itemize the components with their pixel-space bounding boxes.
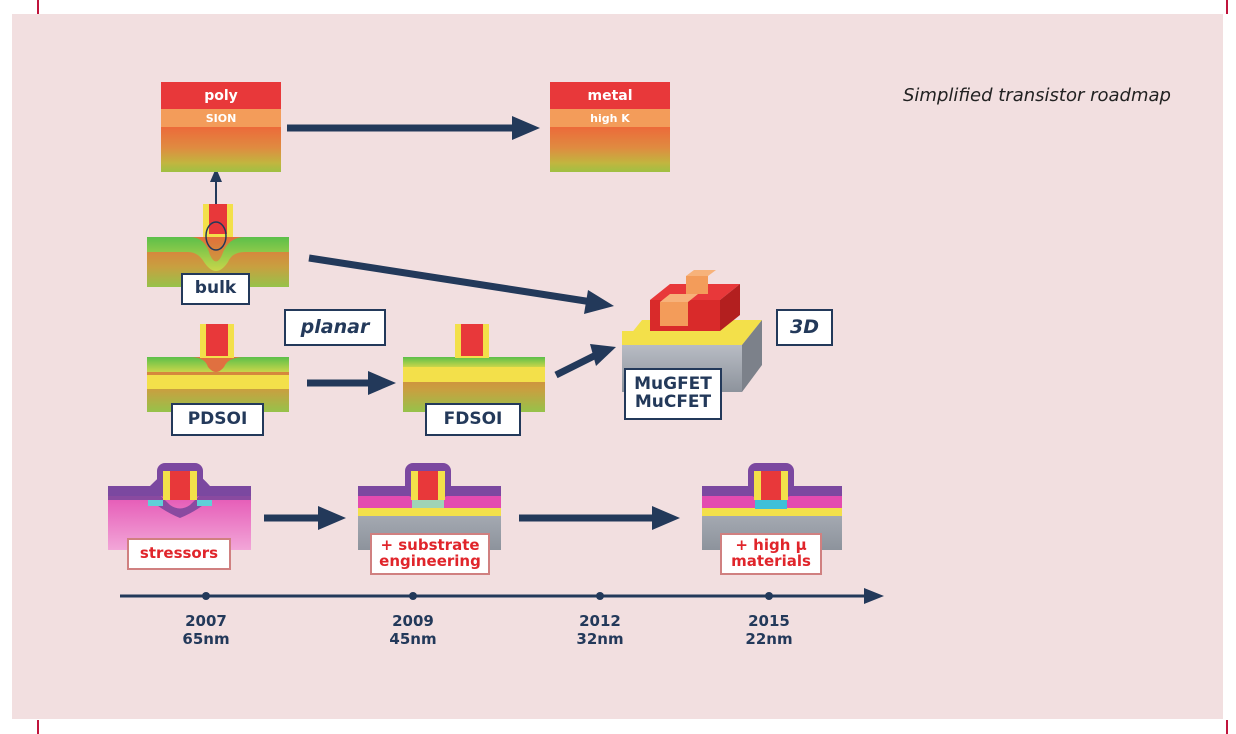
timeline-axis	[120, 588, 884, 604]
crop-mark	[1226, 720, 1228, 734]
gate-stack-middle-layer: high K	[550, 109, 670, 127]
arrow-substrate-to-highmu	[519, 506, 680, 530]
crop-mark	[1226, 0, 1228, 14]
tick-node: 65nm	[182, 630, 230, 648]
arrow-bulk-to-3d	[308, 254, 614, 314]
timeline-tick-2015: 2015 22nm	[729, 612, 809, 648]
gate-stack-top-layer: metal	[550, 82, 670, 109]
pdsoi-label: PDSOI	[171, 403, 264, 436]
tick-year: 2007	[185, 612, 227, 630]
arrow-fdsoi-to-3d	[554, 344, 616, 379]
timeline-tick-2009: 2009 45nm	[373, 612, 453, 648]
gate-stack-middle-layer: SION	[161, 109, 281, 127]
substrate-engineering-label: + substrate engineering	[370, 533, 490, 575]
pdsoi-device	[147, 324, 289, 412]
tick-node: 45nm	[389, 630, 437, 648]
mugfet-label: MuGFET MuCFET	[624, 368, 722, 420]
arrow-stressors-to-substrate	[264, 506, 346, 530]
gate-stack-substrate	[550, 127, 670, 172]
three-d-label: 3D	[776, 309, 833, 346]
timeline-tick-2012: 2012 32nm	[560, 612, 640, 648]
fdsoi-device	[403, 324, 545, 412]
stressors-label: stressors	[127, 538, 231, 570]
tick-node: 32nm	[576, 630, 624, 648]
tick-year: 2012	[579, 612, 621, 630]
tick-node: 22nm	[745, 630, 793, 648]
planar-label: planar	[284, 309, 386, 346]
diagram-title: Simplified transistor roadmap	[903, 85, 1171, 106]
fdsoi-label: FDSOI	[425, 403, 521, 436]
timeline-tick-2007: 2007 65nm	[166, 612, 246, 648]
crop-mark	[37, 0, 39, 14]
crop-mark	[37, 720, 39, 734]
gate-stack-substrate	[161, 127, 281, 172]
arrow-gate-transition	[287, 116, 540, 140]
stressors-device	[108, 463, 251, 550]
gate-stack-poly: poly SION	[161, 82, 281, 172]
gate-stack-metal: metal high K	[550, 82, 670, 172]
high-mu-materials-label: + high μ materials	[720, 533, 822, 575]
arrow-pdsoi-to-fdsoi	[307, 371, 396, 395]
bulk-label: bulk	[181, 273, 250, 305]
tick-year: 2015	[748, 612, 790, 630]
gate-stack-top-layer: poly	[161, 82, 281, 109]
tick-year: 2009	[392, 612, 434, 630]
